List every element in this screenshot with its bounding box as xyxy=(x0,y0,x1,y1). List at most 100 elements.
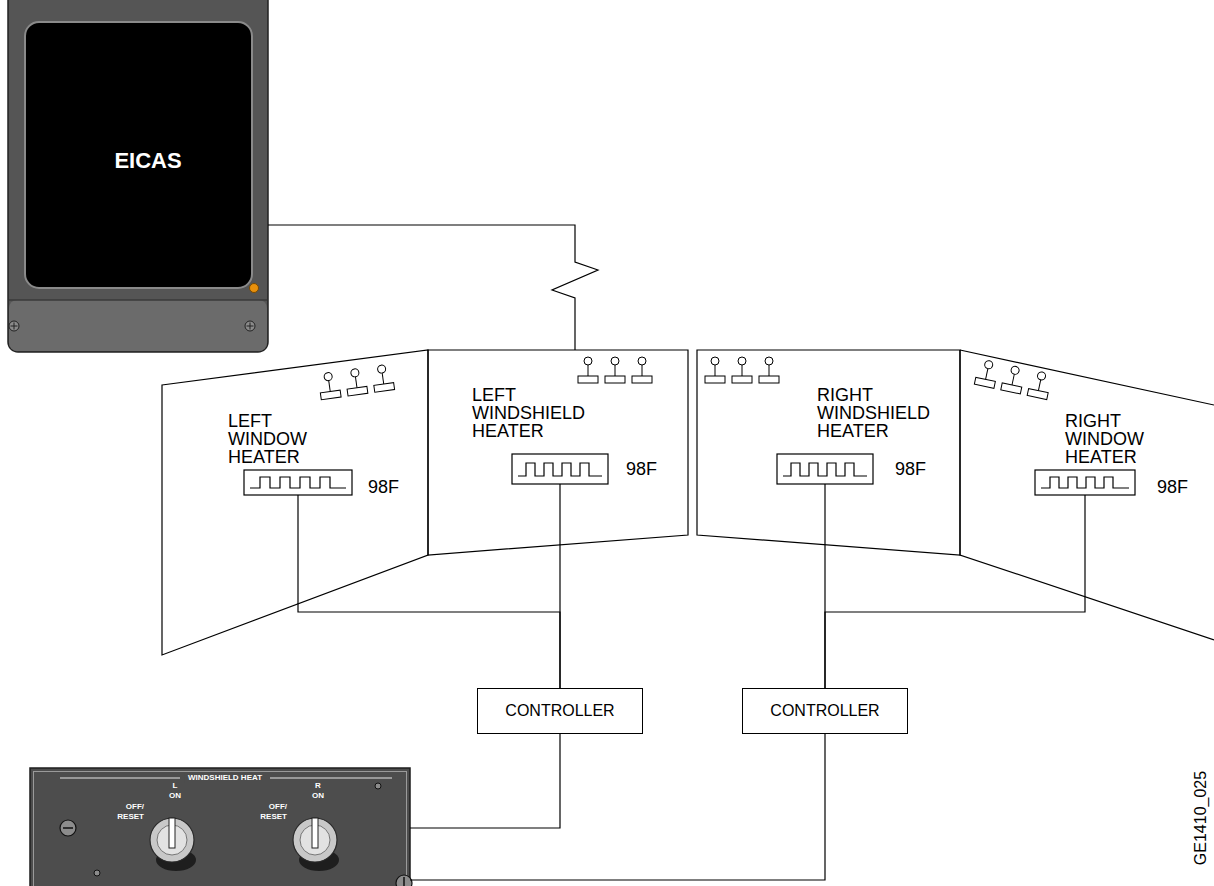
node-text: OFF/ RESET xyxy=(117,802,144,821)
node-text: 98F xyxy=(368,478,399,496)
panel-outline xyxy=(428,350,688,555)
heater-elements xyxy=(244,454,1135,604)
wire-connector xyxy=(559,545,560,688)
switch-stem xyxy=(715,365,716,376)
switch-stem xyxy=(1038,380,1040,391)
switch-base xyxy=(1027,389,1048,400)
wire-stub xyxy=(297,495,298,604)
screw xyxy=(245,321,255,331)
switch-group xyxy=(318,364,395,400)
screw xyxy=(396,875,412,886)
heater-wave xyxy=(783,463,867,476)
switch-stem xyxy=(769,365,770,376)
wire-stub xyxy=(824,484,825,545)
switch-group xyxy=(578,357,652,383)
switch-base xyxy=(1001,383,1022,394)
screw xyxy=(9,321,19,331)
switch-base xyxy=(605,376,625,383)
panel-outline xyxy=(960,350,1214,640)
wire-connector xyxy=(825,597,1085,688)
node-text: L ON xyxy=(169,781,181,800)
controller-box: CONTROLLER xyxy=(477,688,643,734)
window-panel: RIGHT WINDOW HEATER 98F xyxy=(960,350,1214,640)
wire-connector xyxy=(268,225,598,350)
switch-stem xyxy=(615,365,616,376)
switch-base xyxy=(347,386,368,396)
panel-bevel xyxy=(34,772,407,886)
node-text: 98F xyxy=(895,460,926,478)
panel-body xyxy=(30,768,410,886)
screw-slot xyxy=(247,323,254,330)
panel-outline xyxy=(162,350,428,655)
switch-stem xyxy=(382,373,384,384)
node-label: RIGHT WINDOW HEATER xyxy=(1065,412,1144,466)
heater-element xyxy=(244,470,352,495)
rotary-knob xyxy=(293,818,337,862)
display-screen xyxy=(25,22,252,288)
switch-base xyxy=(974,377,995,388)
windshield-panel: RIGHT WINDSHIELD HEATER 98F xyxy=(697,350,960,555)
windshield-panel: LEFT WINDSHIELD HEATER98F xyxy=(428,350,688,555)
heater-wave xyxy=(1041,477,1129,488)
switch-head xyxy=(638,357,646,365)
wire-connector xyxy=(298,604,560,688)
switch-head xyxy=(711,357,719,365)
screw xyxy=(94,870,100,876)
switch-panel: WINDSHIELD HEATL ONOFF/ RESETR ONOFF/ RE… xyxy=(30,768,410,886)
switch-base xyxy=(578,376,598,383)
display-bezel xyxy=(8,0,268,352)
window-panel: LEFT WINDOW HEATER98F xyxy=(162,350,428,655)
switch-stem xyxy=(588,365,589,376)
node-label: WINDSHIELD HEAT xyxy=(185,773,265,783)
switch-stem xyxy=(642,365,643,376)
node-text: R ON xyxy=(312,781,324,800)
rotary-knob xyxy=(150,818,194,862)
switch-base xyxy=(632,376,652,383)
switch-base xyxy=(732,376,752,383)
panel-title-rule xyxy=(60,778,180,779)
screw-slot xyxy=(11,323,18,330)
switch-head xyxy=(377,365,386,374)
screw-slot xyxy=(63,827,73,829)
switch-head xyxy=(324,372,333,381)
display-base xyxy=(9,300,267,351)
heater-wave xyxy=(518,463,602,476)
eicas-display xyxy=(8,0,268,352)
node-text: 98F xyxy=(1157,478,1188,496)
knob-pointer xyxy=(169,818,175,848)
figure-id: GE1410_025 xyxy=(1192,771,1210,865)
switch-base xyxy=(705,376,725,383)
wire-stub xyxy=(559,484,560,545)
switch-head xyxy=(611,357,619,365)
wire-connector xyxy=(410,734,825,880)
switch-stem xyxy=(355,377,357,388)
panel-title-rule xyxy=(270,778,392,779)
heater-element xyxy=(777,454,873,484)
switch-stem xyxy=(986,369,988,380)
node-label: RIGHT WINDSHIELD HEATER xyxy=(817,386,930,440)
switch-head xyxy=(1010,366,1019,375)
switch-group xyxy=(705,357,779,383)
switch-head xyxy=(584,357,592,365)
indicator-light xyxy=(250,284,259,293)
screw xyxy=(60,820,76,836)
heater-element xyxy=(1035,470,1135,495)
switch-head xyxy=(984,360,993,369)
screw xyxy=(375,783,381,789)
panel-outline xyxy=(162,350,428,655)
switch-head xyxy=(1037,371,1046,380)
node-label: EICAS xyxy=(114,150,181,172)
switch-group xyxy=(974,359,1052,400)
node-text: 98F xyxy=(626,460,657,478)
display-seam xyxy=(9,299,267,301)
switch-head xyxy=(765,357,773,365)
panel-outline xyxy=(697,350,960,555)
switch-head xyxy=(350,368,359,377)
screw-slot xyxy=(403,877,405,886)
switch-stem xyxy=(1012,374,1014,385)
panel-outline xyxy=(697,350,960,555)
node-label: CONTROLLER xyxy=(505,703,614,719)
switch-stem xyxy=(329,381,331,392)
